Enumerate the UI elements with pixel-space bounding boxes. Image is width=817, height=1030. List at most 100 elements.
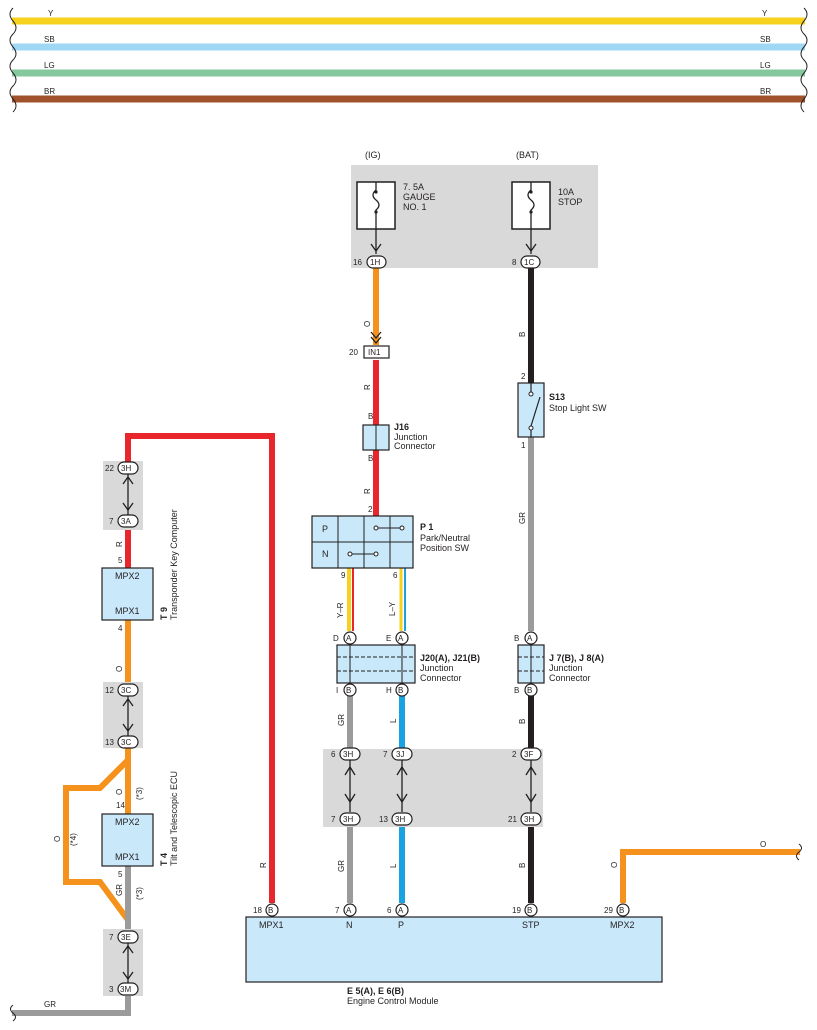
ecm-t4-conn: B (619, 906, 624, 915)
t4-pin-bot: 5 (118, 870, 123, 879)
ecm-t3-conn: B (527, 906, 532, 915)
wl-o-t9: O (115, 666, 124, 672)
t9-top-term: MPX2 (115, 571, 140, 581)
ecm-id: E 5(A), E 6(B) (347, 986, 404, 996)
fuse-bat-pin: 8 (512, 258, 517, 267)
ecm-t2-name: P (398, 920, 404, 930)
fuse-ig-pin: 16 (353, 258, 362, 267)
mid-f-top-conn: 3F (524, 750, 533, 759)
wl-gr-mid: GR (337, 714, 346, 726)
ecm-terminal-n: A 7 N (335, 903, 357, 930)
legend-label-br-right: BR (760, 87, 771, 96)
fuse-ig-conn: 1H (370, 258, 380, 267)
m3m-conn: 3M (120, 985, 131, 994)
fuse-bat: (BAT) 10A STOP 8 1C (511, 150, 582, 269)
wl-r-t9: R (115, 541, 124, 547)
p1-pin-in: 2 (368, 505, 373, 514)
in1-pin: 20 (349, 348, 358, 357)
fuse-ig-name: GAUGE (403, 192, 436, 202)
mid-f-top-pin: 2 (512, 750, 517, 759)
wire-red-mpx1 (125, 433, 275, 903)
j16-line2: Connector (394, 441, 436, 451)
c3c-bot-conn: 3C (121, 738, 131, 747)
j7-line1: Junction (549, 663, 583, 673)
wl-r-in1: R (363, 384, 372, 390)
j16-line1: Junction (394, 432, 428, 442)
t9-pin-bot: 4 (118, 624, 123, 633)
m3m-pin: 3 (109, 985, 114, 994)
p1-line1: Park/Neutral (420, 533, 470, 543)
fuse-bat-source: (BAT) (516, 150, 539, 160)
s13-pin-top: 2 (521, 372, 526, 381)
j20-bl-conn: B (346, 686, 351, 695)
wire-labels: O R R B GR Y–R L–Y GR L B GR L B R O O R… (44, 321, 766, 1009)
wire-gray-bottom (12, 996, 131, 1016)
wl-b-mid: B (518, 719, 527, 724)
ecm-name: Engine Control Module (347, 996, 439, 1006)
ecm-t0-pin: 18 (253, 906, 262, 915)
legend-label-y-left: Y (48, 9, 54, 18)
wl-r-ecm: R (259, 862, 268, 868)
j20-tl-pin: D (333, 634, 339, 643)
j20-id: J20(A), J21(B) (420, 653, 480, 663)
wires (12, 268, 800, 1016)
wl-o-loop: O (53, 836, 62, 842)
j20-br-conn: B (398, 686, 403, 695)
fuse-ig: (IG) 7. 5A GAUGE NO. 1 16 1H (353, 150, 436, 269)
p1-line2: Position SW (420, 543, 470, 553)
j20-br-pin: H (386, 686, 392, 695)
j20-line1: Junction (420, 663, 454, 673)
t4-id: T 4 (159, 853, 169, 866)
ecm-t1-conn: A (346, 906, 352, 915)
mid-splice-connectors: 3H 6 3J 7 3F 2 3H 7 3H 13 3H 21 (331, 747, 542, 826)
wl-o-ecm: O (610, 862, 619, 868)
wire-color-legend: Y Y SB SB LG LG BR BR (9, 7, 808, 113)
a3a-pin: 7 (109, 517, 114, 526)
ecm-t1-pin: 7 (335, 906, 340, 915)
j20-tr-conn: A (398, 634, 404, 643)
ecm-t0-name: MPX1 (259, 920, 284, 930)
fuse-ig-number: NO. 1 (403, 202, 427, 212)
mid-h-bot-conn: 3H (343, 815, 353, 824)
legend-label-br-left: BR (44, 87, 55, 96)
wl-o-t4: O (115, 789, 124, 795)
p1-id: P 1 (420, 522, 433, 532)
wl-gr-stop: GR (518, 512, 527, 524)
fuse-bat-rating: 10A (558, 187, 574, 197)
mid-h2-bot-conn: 3H (395, 815, 405, 824)
p1-park-neutral-switch: P N 2 9 6 P 1 Park/Neutral Position SW (311, 505, 470, 580)
mid-h-bot-pin: 7 (331, 815, 336, 824)
wl-star3a: (*3) (135, 787, 144, 800)
mid-j-top-conn: 3J (396, 750, 404, 759)
s13-name: Stop Light SW (549, 403, 607, 413)
fuse-bat-name: STOP (558, 197, 582, 207)
ecm-terminal-mpx2: B 29 MPX2 (604, 903, 635, 930)
j20-tr-pin: E (386, 634, 391, 643)
p1-thin-wires (347, 568, 406, 631)
t4-top-term: MPX2 (115, 817, 140, 827)
mid-h3-bot-pin: 21 (508, 815, 517, 824)
j20-tl-conn: A (346, 634, 352, 643)
j7-bot-pin: B (514, 686, 519, 695)
wl-gr-ecm: GR (337, 860, 346, 872)
engine-control-module: B 18 MPX1 A 7 N A 6 P B 19 STP B 29 MPX2 (245, 903, 663, 1006)
ecm-terminal-stp: B 19 STP (512, 903, 540, 930)
p1-pos-n: N (322, 549, 329, 559)
ecm-t1-name: N (346, 920, 353, 930)
legend-label-sb-right: SB (760, 35, 771, 44)
p1-pin-a: 9 (341, 571, 346, 580)
fuse-bat-conn: 1C (524, 258, 534, 267)
t9-pin-top: 5 (118, 556, 123, 565)
p1-pos-p: P (322, 524, 328, 534)
ecm-t2-pin: 6 (387, 906, 392, 915)
wire-orange-bypass-loop (63, 757, 131, 922)
mid-h-top-pin: 6 (331, 750, 336, 759)
e3e-pin: 7 (109, 933, 114, 942)
j7-top-pin: B (514, 634, 519, 643)
a3a-conn: 3A (121, 517, 131, 526)
wl-l-ecm: L (389, 863, 398, 868)
j20-bl-pin: I (336, 686, 338, 695)
j7-line2: Connector (549, 673, 591, 683)
wl-gr-t4: GR (115, 884, 124, 896)
h3h-top-conn: 3H (121, 464, 131, 473)
